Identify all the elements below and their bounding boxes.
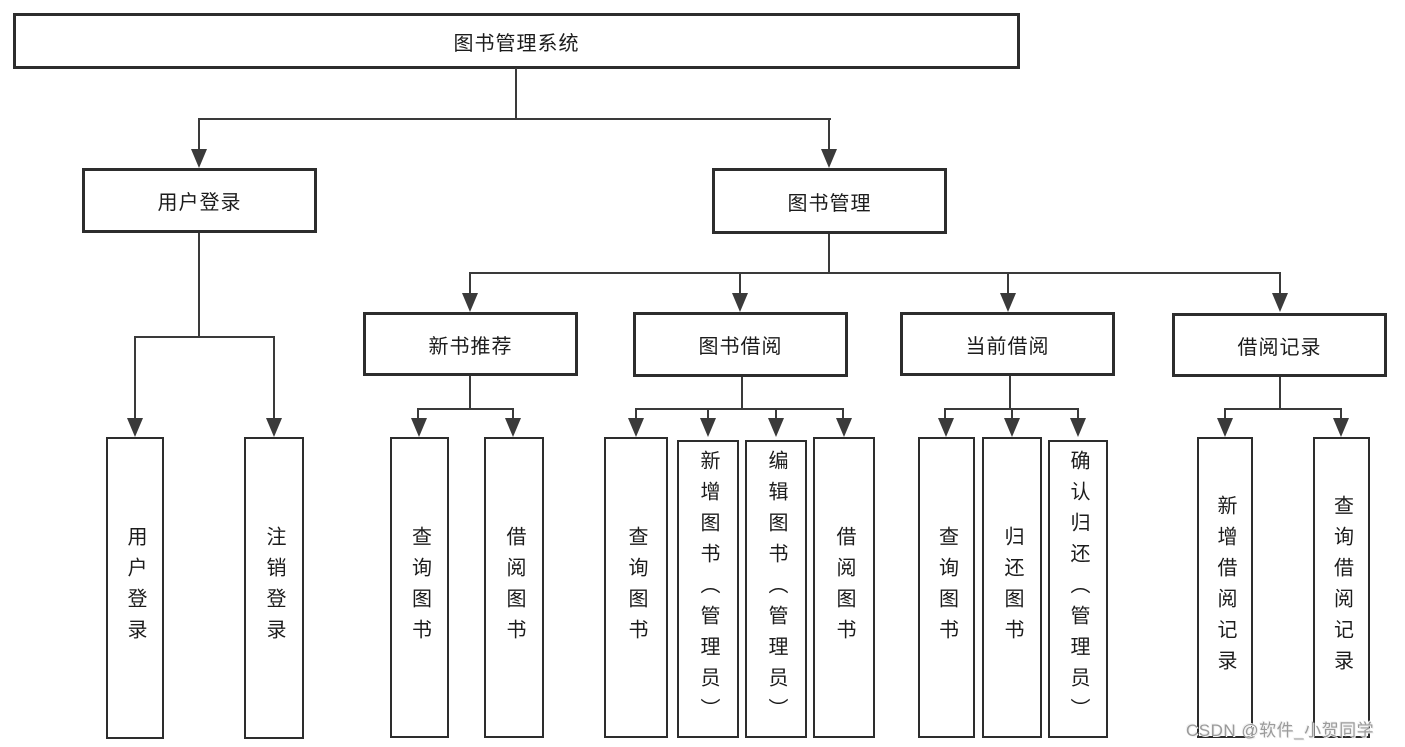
connector-line [1340,408,1342,421]
arrowhead-icon [821,149,837,168]
leaf-cb-confirm-return-admin: 确认归还（管理员） [1048,440,1108,738]
node-borrowing-records-label: 借阅记录 [1237,336,1322,359]
connector-line [417,408,514,410]
leaf-br-add-record: 新增借阅记录 [1197,437,1253,738]
arrowhead-icon [1333,418,1349,437]
connector-line [1279,272,1281,294]
connector-line [1077,408,1079,421]
arrowhead-icon [1272,293,1288,312]
arrowhead-icon [266,418,282,437]
node-library-system: 图书管理系统 [13,13,1020,69]
leaf-cb-query-books-label: 查询图书 [935,525,958,650]
connector-line [1009,376,1011,409]
connector-line [739,272,741,294]
connector-line [635,408,844,410]
leaf-cb-query-books: 查询图书 [918,437,975,738]
node-new-book-recommend: 新书推荐 [363,312,578,376]
leaf-bb-query-books: 查询图书 [604,437,668,738]
leaf-user-login-label: 用户登录 [124,526,146,650]
connector-line [707,408,709,421]
leaf-bb-query-books-label: 查询图书 [625,525,647,650]
connector-line [944,408,946,421]
leaf-br-add-record-label: 新增借阅记录 [1214,494,1236,681]
node-new-book-recommend-label: 新书推荐 [428,335,513,358]
arrowhead-icon [505,418,521,437]
leaf-br-query-record-label: 查询借阅记录 [1330,494,1353,681]
connector-line [1007,272,1009,294]
connector-line [515,68,517,119]
arrowhead-icon [462,293,478,312]
arrowhead-icon [1217,418,1233,437]
arrowhead-icon [127,418,143,437]
arrowhead-icon [938,418,954,437]
connector-line [828,234,830,274]
leaf-logout: 注销登录 [244,437,304,739]
node-book-management: 图书管理 [712,168,947,234]
node-current-borrowing-label: 当前借阅 [965,335,1050,358]
arrowhead-icon [628,418,644,437]
connector-line [469,272,471,294]
leaf-user-login: 用户登录 [106,437,164,739]
connector-line [198,118,200,151]
leaf-bb-borrow-books-label: 借阅图书 [833,525,855,650]
node-book-borrowing-label: 图书借阅 [698,336,783,358]
leaf-bb-add-books-admin-label: 新增图书（管理员） [697,449,719,729]
connector-line [417,408,419,421]
leaf-nb-borrow-books: 借阅图书 [484,437,544,738]
leaf-bb-borrow-books: 借阅图书 [813,437,875,738]
arrowhead-icon [1004,418,1020,437]
node-user-login-label: 用户登录 [157,192,242,214]
connector-line [198,233,200,338]
node-book-management-label: 图书管理 [787,192,872,215]
arrowhead-icon [411,418,427,437]
node-user-login: 用户登录 [82,168,317,233]
connector-line [741,377,743,409]
leaf-nb-query-books-label: 查询图书 [408,525,431,650]
arrowhead-icon [700,418,716,437]
csdn-watermark: CSDN @软件_小贺同学 [1186,721,1375,740]
connector-line [469,272,1281,274]
arrowhead-icon [732,293,748,312]
arrowhead-icon [1000,293,1016,312]
node-library-system-label: 图书管理系统 [453,32,580,55]
leaf-nb-borrow-books-label: 借阅图书 [503,525,525,650]
arrowhead-icon [191,149,207,168]
connector-line [842,408,844,421]
leaf-cb-return-books: 归还图书 [982,437,1042,738]
leaf-bb-edit-books-admin: 编辑图书（管理员） [745,440,807,738]
connector-line [198,118,831,120]
arrowhead-icon [1070,418,1086,437]
connector-line [512,408,514,421]
connector-line [469,376,471,409]
arrowhead-icon [836,418,852,437]
connector-line [775,408,777,421]
node-current-borrowing: 当前借阅 [900,312,1115,376]
connector-line [273,336,275,419]
connector-line [1224,408,1342,410]
connector-line [134,336,275,338]
connector-line [828,118,830,151]
connector-line [635,408,637,421]
leaf-cb-confirm-return-admin-label: 确认归还（管理员） [1067,449,1089,729]
leaf-logout-label: 注销登录 [263,526,285,650]
leaf-cb-return-books-label: 归还图书 [1001,525,1023,650]
connector-line [134,336,136,419]
leaf-br-query-record: 查询借阅记录 [1313,437,1370,738]
connector-line [1224,408,1226,421]
node-book-borrowing: 图书借阅 [633,312,848,377]
node-borrowing-records: 借阅记录 [1172,313,1387,377]
leaf-bb-edit-books-admin-label: 编辑图书（管理员） [765,449,787,729]
connector-line [1279,377,1281,409]
connector-line [1011,408,1013,421]
leaf-bb-add-books-admin: 新增图书（管理员） [677,440,739,738]
leaf-nb-query-books: 查询图书 [390,437,449,738]
arrowhead-icon [768,418,784,437]
